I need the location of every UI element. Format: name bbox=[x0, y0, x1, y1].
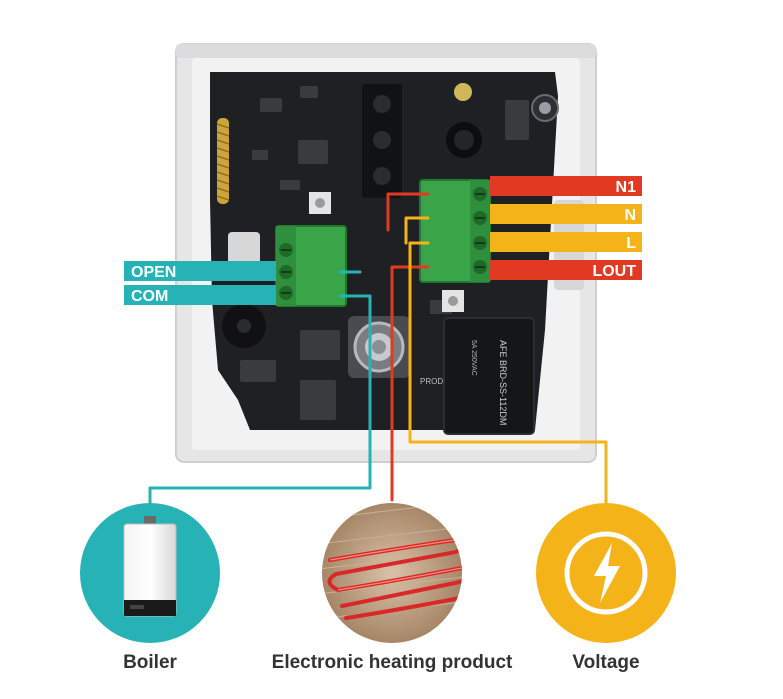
wire-voltage bbox=[408, 241, 608, 510]
label-n1: N1 bbox=[490, 176, 642, 196]
terminal-block-right bbox=[419, 179, 491, 283]
caption-voltage: Voltage bbox=[572, 652, 640, 673]
heating-device bbox=[322, 503, 462, 643]
voltage-device bbox=[536, 503, 676, 643]
boiler-device bbox=[80, 503, 220, 643]
wires bbox=[148, 192, 608, 517]
caption-boiler: Boiler bbox=[123, 652, 177, 673]
boiler-icon bbox=[123, 516, 177, 617]
relay-subtext: 5A 250VAC bbox=[470, 340, 477, 376]
svg-text:LOUT: LOUT bbox=[592, 263, 636, 280]
caption-heating: Electronic heating product bbox=[271, 652, 513, 673]
label-open: OPEN bbox=[124, 261, 276, 281]
lightning-bolt-icon bbox=[594, 543, 620, 603]
svg-text:L: L bbox=[626, 235, 636, 252]
label-lout: LOUT bbox=[490, 260, 642, 280]
pcb-text: PROD bbox=[420, 377, 443, 386]
wire-heating bbox=[390, 265, 430, 502]
label-l: L bbox=[490, 232, 642, 252]
relay-text: AFE BRD-SS-112DM bbox=[498, 340, 508, 425]
right-labels: N1 N L LOUT bbox=[490, 176, 642, 280]
left-labels: OPEN COM bbox=[124, 261, 276, 305]
label-com: COM bbox=[124, 285, 276, 305]
svg-text:OPEN: OPEN bbox=[131, 264, 176, 281]
wire-boiler bbox=[148, 294, 372, 517]
relay: AFE BRD-SS-112DM 5A 250VAC bbox=[443, 317, 535, 435]
terminal-block-left bbox=[275, 225, 347, 307]
svg-text:COM: COM bbox=[131, 288, 168, 305]
wire-n1 bbox=[386, 192, 430, 232]
wire-n bbox=[404, 216, 430, 245]
svg-text:N1: N1 bbox=[616, 179, 637, 196]
screw-block bbox=[362, 84, 402, 198]
antenna-coil bbox=[216, 118, 230, 204]
svg-text:N: N bbox=[624, 207, 636, 224]
label-n: N bbox=[490, 204, 642, 224]
